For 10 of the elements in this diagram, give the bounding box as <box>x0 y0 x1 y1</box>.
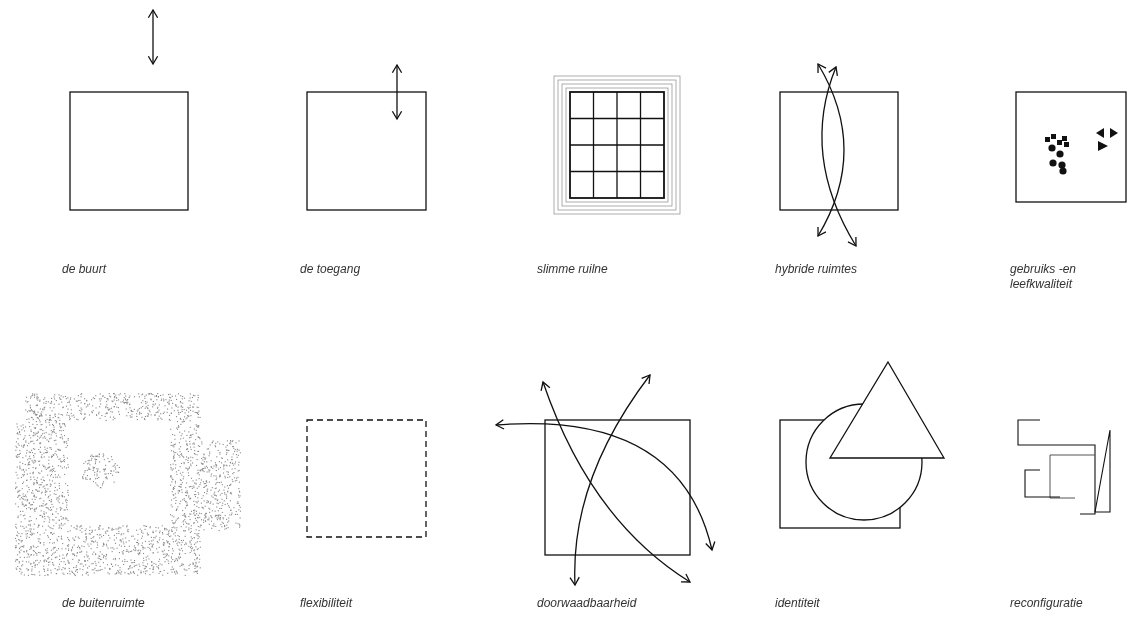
caption: doorwaadbaarheid <box>537 596 637 611</box>
caption: de toegang <box>300 262 361 277</box>
caption: flexibiliteit <box>300 596 353 611</box>
caption: reconfiguratie <box>1010 596 1083 611</box>
caption: identiteit <box>775 596 820 611</box>
caption: de buitenruimte <box>62 596 145 611</box>
caption: slimme ruilne <box>537 262 608 277</box>
caption: hybride ruimtes <box>775 262 858 277</box>
caption: de buurt <box>62 262 107 277</box>
caption: gebruiks -en leefkwaliteit <box>1010 262 1078 292</box>
